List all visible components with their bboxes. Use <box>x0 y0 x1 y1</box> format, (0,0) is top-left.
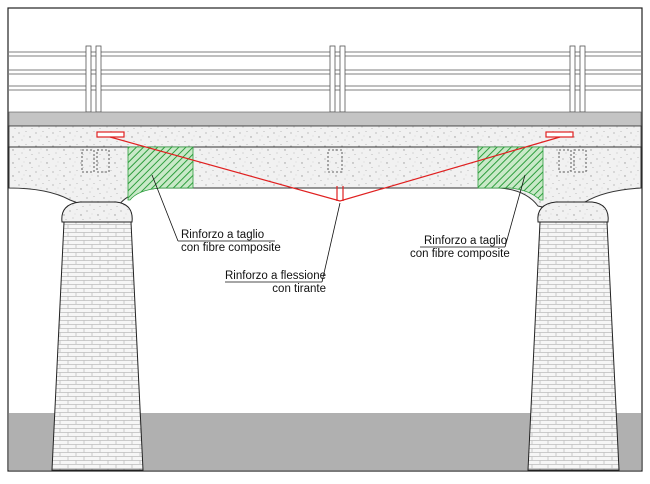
fiber-reinforcement-left <box>127 146 194 201</box>
beam-details <box>81 149 587 173</box>
fiber-reinforcement-right <box>477 146 544 201</box>
road-surface <box>8 111 642 127</box>
label-flexure: Rinforzo a flessione con tirante <box>225 270 326 296</box>
label-shear-right-line1: Rinforzo a taglio <box>424 235 508 247</box>
railing <box>9 45 641 113</box>
pier-right <box>527 201 620 471</box>
pier-left <box>51 201 144 471</box>
tie-rod <box>96 131 574 202</box>
label-shear-right-line2: con fibre composite <box>410 248 510 260</box>
label-shear-left: Rinforzo a taglio con fibre composite <box>181 229 281 255</box>
label-shear-left-line2: con fibre composite <box>181 242 281 254</box>
label-shear-right: Rinforzo a taglio con fibre composite <box>410 235 510 261</box>
label-flexure-line2: con tirante <box>272 283 326 295</box>
label-flexure-line1: Rinforzo a flessione <box>225 270 326 282</box>
leader-lines <box>151 174 526 283</box>
label-shear-left-line1: Rinforzo a taglio <box>181 229 265 241</box>
